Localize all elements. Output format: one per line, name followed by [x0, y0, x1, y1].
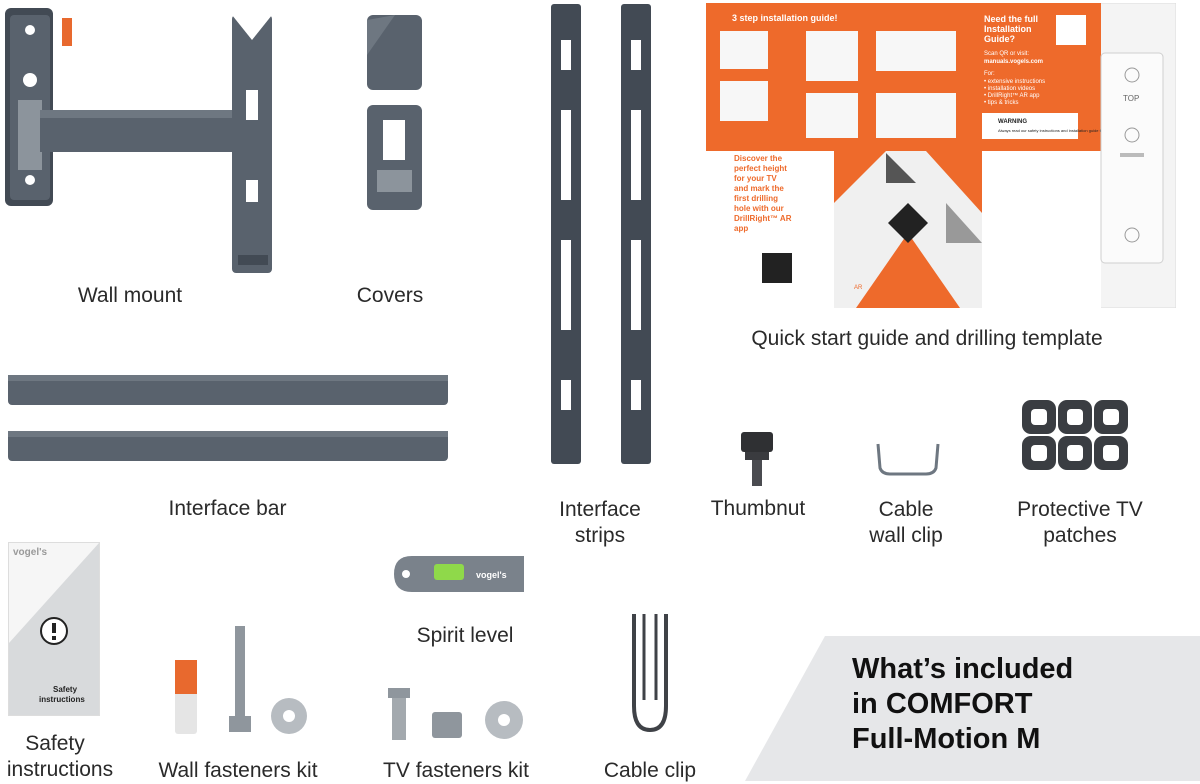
headline-line-2: in COMFORT: [852, 688, 1033, 720]
booklet-label-2: instructions: [39, 695, 85, 704]
guide-need-2: Installation: [984, 24, 1032, 34]
wall-mount-label: Wall mount: [77, 284, 183, 307]
guide-discover-3: for your TV: [734, 174, 777, 183]
headline: What’s included in COMFORT Full-Motion M: [852, 652, 1073, 757]
headline-line-1: What’s included: [852, 653, 1074, 685]
guide-discover-4: and mark the: [734, 184, 784, 193]
guide-warning: WARNING: [998, 119, 1027, 125]
cable-wall-clip-image: [876, 443, 940, 476]
safety-label-2: instructions: [6, 758, 114, 781]
guide-warning-text: Always read our safety instructions and …: [998, 128, 1107, 133]
guide-discover-2: perfect height: [734, 164, 787, 173]
guide-url: manuals.vogels.com: [984, 59, 1043, 65]
svg-text:vogel's: vogel's: [476, 570, 507, 580]
thumbnut-image: [741, 432, 773, 486]
guide-discover-6: hole with our: [734, 204, 784, 213]
guide-discover-8: app: [734, 224, 748, 233]
guide-discover-1: Discover the: [734, 154, 783, 163]
wall-fasteners-label: Wall fasteners kit: [158, 759, 318, 782]
wall-mount-image: [5, 8, 272, 273]
thumbnut-label: Thumbnut: [710, 497, 806, 520]
booklet-brand: vogel's: [13, 547, 48, 558]
spirit-level-image: vogel's: [394, 556, 524, 592]
headline-line-3: Full-Motion M: [852, 723, 1041, 755]
booklet-shape: [9, 543, 99, 715]
cable-clip-image: [632, 614, 668, 733]
quick-start-label: Quick start guide and drilling template: [751, 327, 1103, 350]
tv-fasteners-image: [388, 688, 523, 740]
covers-label: Covers: [356, 284, 424, 307]
protective-patches-image: [1022, 400, 1128, 470]
booklet-label-1: Safety: [53, 685, 78, 694]
guide-bullet-2: • installation videos: [984, 86, 1035, 92]
protective-patches-label-1: Protective TV: [1017, 498, 1143, 521]
interface-strips-label-2: strips: [574, 524, 626, 547]
tv-fasteners-label: TV fasteners kit: [383, 759, 529, 782]
guide-ar: AR: [854, 285, 863, 291]
cable-wall-clip-label-2: wall clip: [869, 524, 943, 547]
wall-fasteners-image: [175, 626, 307, 734]
guide-scan: Scan QR or visit:: [984, 51, 1029, 57]
cable-wall-clip-label-1: Cable: [878, 498, 934, 521]
covers-image: [367, 15, 422, 210]
interface-bar-label: Interface bar: [168, 497, 287, 520]
headline-banner: [745, 636, 1200, 781]
interface-strips-label-1: Interface: [559, 498, 641, 521]
safety-booklet: vogel's Safety instructions: [8, 542, 100, 716]
guide-need-1: Need the full: [984, 14, 1038, 24]
guide-need-3: Guide?: [984, 34, 1015, 44]
safety-label-1: Safety: [25, 732, 85, 755]
spirit-level-label: Spirit level: [416, 624, 514, 647]
guide-bullet-4: • tips & tricks: [984, 100, 1018, 106]
guide-for: For:: [984, 71, 995, 77]
guide-top: TOP: [1123, 94, 1139, 103]
interface-strips-image: [551, 4, 651, 464]
guide-bullet-3: • DrillRight™ AR app: [984, 92, 1040, 99]
guide-title: 3 step installation guide!: [732, 13, 838, 23]
interface-bar-image: [8, 375, 448, 461]
guide-bullet-1: • extensive instructions: [984, 79, 1045, 85]
guide-discover-7: DrillRight™ AR: [734, 214, 792, 223]
quick-start-guide-image: 3 step installation guide! Need the full…: [706, 3, 1176, 308]
cable-clip-label: Cable clip: [603, 759, 697, 782]
protective-patches-label-2: patches: [1043, 524, 1117, 547]
guide-discover-5: first drilling: [734, 194, 778, 203]
